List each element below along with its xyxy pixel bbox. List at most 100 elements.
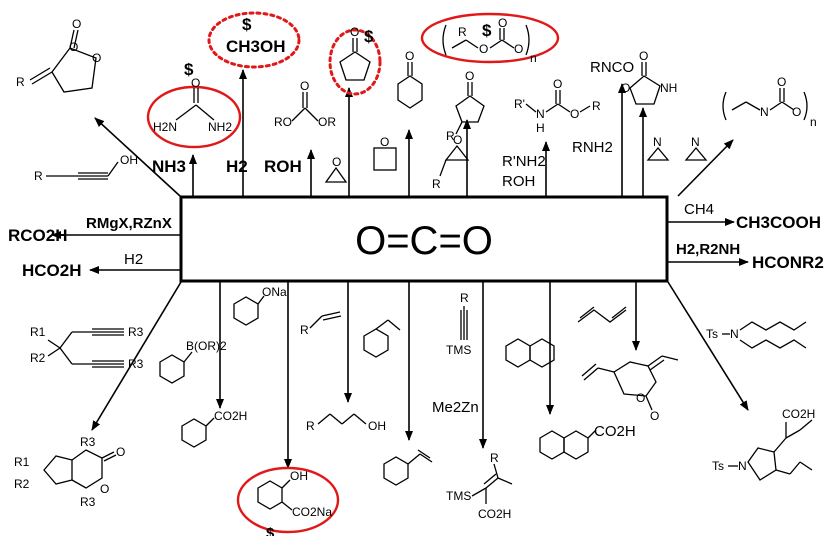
svg-text:OH: OH: [120, 153, 138, 167]
svg-text:R1: R1: [30, 325, 46, 339]
svg-text:R2: R2: [14, 477, 30, 491]
svg-text:O: O: [636, 391, 645, 405]
formic-acid: HCO2H: [22, 261, 82, 280]
oxazolidinone-nh: NH: [660, 81, 677, 95]
grignard-reagent: RMgX,RZnX: [86, 215, 172, 232]
svg-text:CO2H: CO2H: [214, 409, 247, 423]
svg-text:O: O: [553, 77, 562, 91]
left-arrows: [51, 231, 180, 274]
primary-alcohol: R OH: [306, 413, 386, 433]
terminal-alkene: R: [300, 311, 342, 337]
nh3-reagent: NH3: [152, 157, 186, 176]
svg-text:Ts: Ts: [712, 459, 724, 473]
svg-text:R1: R1: [14, 455, 30, 469]
svg-text:NH2: NH2: [208, 120, 232, 134]
svg-text:R3: R3: [80, 495, 96, 509]
svg-text:TMS: TMS: [446, 489, 471, 503]
svg-text:O: O: [514, 42, 523, 56]
svg-text:n: n: [810, 115, 817, 129]
svg-text:O: O: [621, 81, 630, 95]
naphthalene: [505, 338, 555, 368]
methanol-dollar: $: [242, 15, 252, 34]
svg-text:CO2H: CO2H: [594, 423, 636, 440]
amine-h2-reagent: H2,R2NH: [676, 241, 740, 258]
svg-text:ONa: ONa: [262, 285, 287, 299]
zinc-reagent: Me2Zn: [432, 399, 479, 416]
vinylsilane-acid: TMS R CO2H: [446, 451, 513, 521]
svg-text:R: R: [446, 129, 455, 143]
cyclic-carbonate: O $: [328, 25, 382, 96]
svg-text:OH: OH: [368, 419, 386, 433]
svg-text:O: O: [350, 25, 359, 39]
svg-text:R: R: [34, 169, 43, 183]
svg-text:R: R: [300, 323, 309, 337]
six-membered-carbonate: O: [397, 49, 423, 109]
roh-reagent: ROH: [264, 157, 302, 176]
svg-text:O: O: [332, 155, 341, 169]
aziridine-reagent-2: N: [684, 135, 708, 161]
styrene: [383, 449, 433, 486]
co2-box: [179, 195, 669, 283]
svg-text:N: N: [691, 135, 700, 149]
svg-text:R3: R3: [128, 357, 144, 371]
svg-text:Ts: Ts: [706, 327, 718, 341]
carbamate: R' N H O O R: [514, 77, 601, 135]
sodium-salicylate: OH CO2Na $: [236, 466, 340, 536]
co2-formula: O=C=O: [355, 219, 493, 263]
svg-text:TMS: TMS: [446, 343, 471, 357]
svg-text:N: N: [536, 107, 545, 121]
substituted-epoxide-reagent: O R: [432, 133, 470, 191]
dialkyl-carbonate: RO O OR: [274, 79, 336, 129]
salicylate-dollar: $: [266, 525, 275, 536]
svg-text:N: N: [760, 105, 769, 119]
silyl-alkyne: R TMS: [446, 291, 471, 357]
methylene-carbonate: O O O R: [16, 17, 101, 93]
amine-reagent-line2: ROH: [502, 173, 535, 190]
svg-text:R2: R2: [30, 351, 46, 365]
svg-text:H: H: [536, 121, 545, 135]
benzoic-acid: CO2H: [181, 409, 247, 448]
svg-text:O: O: [92, 51, 101, 65]
svg-text:O: O: [300, 79, 309, 93]
aziridine-reagent-1: N: [646, 135, 670, 161]
svg-text:CO2H: CO2H: [478, 507, 511, 521]
polyurethane: N O O n: [722, 75, 817, 129]
svg-text:B(OR)2: B(OR)2: [186, 339, 227, 353]
svg-text:O: O: [777, 75, 786, 89]
ethylbenzene: [363, 319, 401, 358]
svg-text:R': R': [514, 97, 525, 111]
diyne: R1 R2 R3 R3: [30, 325, 144, 371]
urea-dollar: $: [184, 60, 194, 79]
butadiene: [577, 306, 627, 323]
left-h2-reagent: H2: [124, 251, 143, 268]
svg-text:R: R: [432, 177, 441, 191]
svg-text:CO2Na: CO2Na: [292, 505, 332, 519]
oxazolidinone: O O NH: [621, 49, 677, 105]
methylene-carbonate-r: R: [16, 75, 25, 89]
acetic-acid: CH3COOH: [736, 213, 821, 232]
ts-diene-amine: Ts N: [706, 321, 807, 349]
svg-text:O: O: [405, 49, 414, 63]
svg-text:R: R: [460, 291, 469, 305]
svg-text:RO: RO: [274, 115, 292, 129]
phenyl-boronate: B(OR)2: [159, 339, 227, 384]
svg-text:O: O: [453, 133, 462, 147]
propargyl-alcohol: R OH: [34, 153, 138, 183]
svg-text:O: O: [639, 49, 648, 63]
polycarbonate-dollar: $: [482, 21, 492, 40]
naphthoic-acid: CO2H: [539, 423, 636, 460]
polycarbonate: O O O R $ n: [420, 12, 560, 65]
h2-reagent: H2: [226, 157, 248, 176]
top-arrows: [94, 69, 734, 197]
svg-text:R: R: [490, 451, 499, 465]
pyrrolidine-acid: Ts N CO2H: [712, 407, 815, 481]
carbonate-dollar: $: [364, 27, 374, 46]
svg-text:O: O: [479, 42, 488, 56]
svg-text:R: R: [458, 25, 467, 39]
svg-text:N: N: [730, 327, 739, 341]
svg-text:H2N: H2N: [153, 120, 177, 134]
svg-text:O: O: [72, 17, 81, 31]
right-arrows: [668, 218, 749, 266]
svg-text:n: n: [530, 51, 537, 65]
